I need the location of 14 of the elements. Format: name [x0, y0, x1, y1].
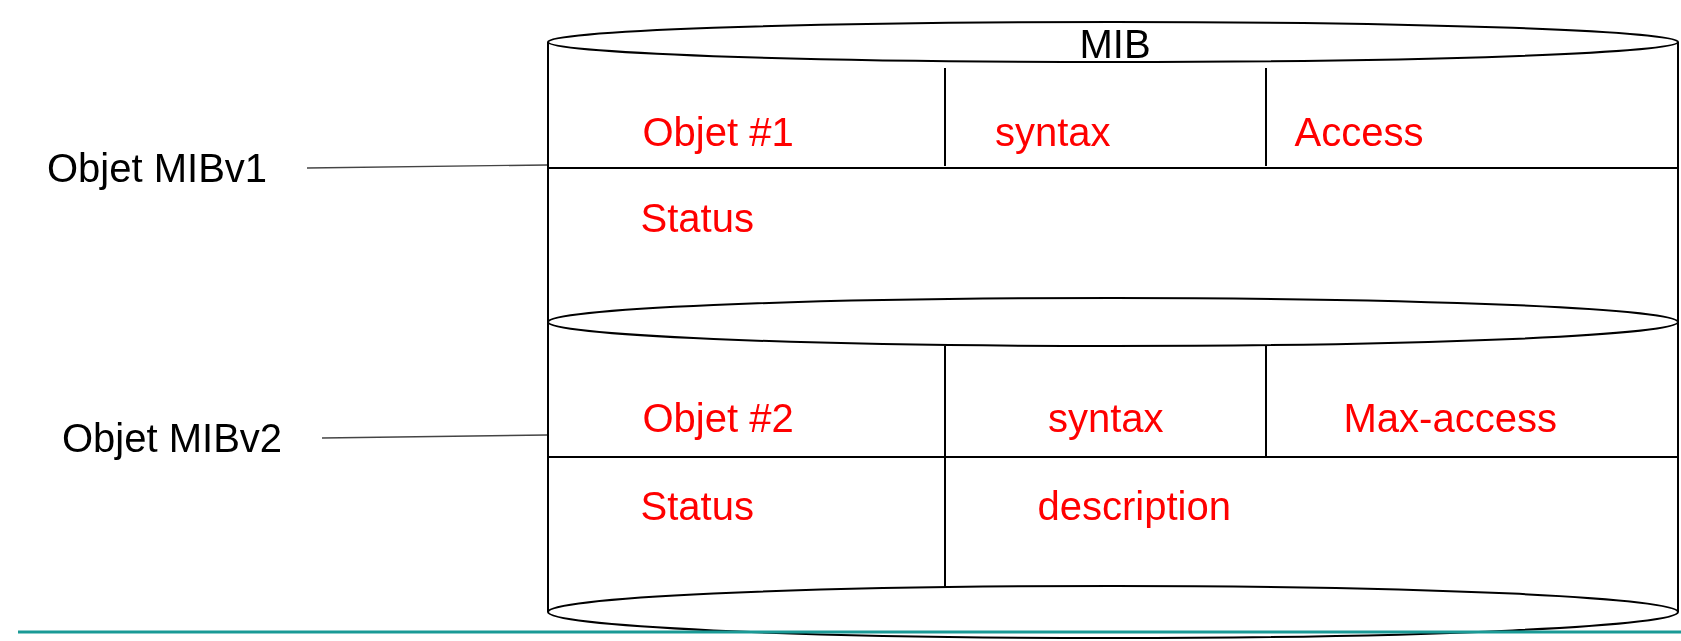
field-name: Status — [640, 195, 754, 241]
object-label: Objet MIBv2 — [62, 415, 283, 461]
object-label: Objet MIBv1 — [47, 145, 268, 191]
leader-line — [306, 164, 548, 169]
field-name: Status — [640, 483, 754, 529]
field-name: syntax — [1048, 395, 1164, 441]
field-name: Objet #2 — [642, 395, 794, 441]
field-name: description — [1037, 483, 1231, 529]
database-title: MIB — [1079, 21, 1151, 67]
field-name: Max-access — [1343, 395, 1557, 441]
leader-line — [321, 434, 548, 439]
field-name: syntax — [995, 109, 1111, 155]
field-name: Access — [1294, 109, 1424, 155]
field-name: Objet #1 — [642, 109, 794, 155]
